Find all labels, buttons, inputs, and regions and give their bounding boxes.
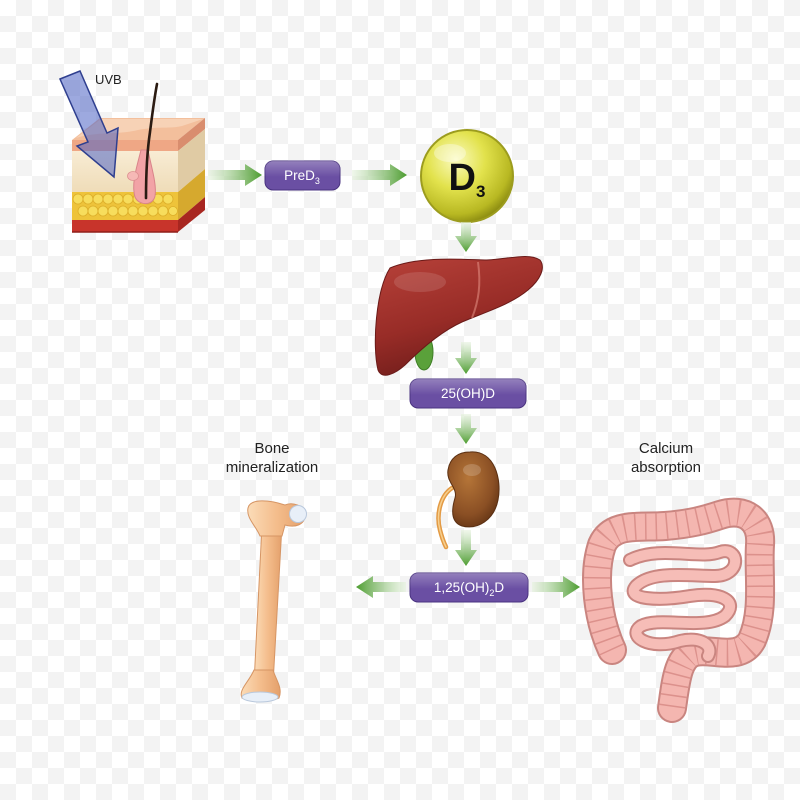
bone-label-line1: Bone: [254, 440, 289, 457]
calcium-label-line2: absorption: [631, 459, 701, 476]
skin-side-epidermis: [178, 118, 205, 151]
liver-ligament: [471, 261, 481, 319]
uvb-arrow-icon: [58, 70, 119, 179]
calcitriol-label: 1,25(OH)2D: [434, 580, 505, 598]
bone-condyle-cartilage: [241, 691, 279, 703]
d3-label: D3: [449, 157, 486, 201]
small-intestine: [623, 544, 743, 663]
large-intestine: [582, 497, 776, 723]
skin-cross-section-icon: [72, 82, 205, 233]
arrow-calcitriol-to-bone: [356, 576, 406, 598]
intestines-icon: [582, 497, 776, 723]
arrow-d3-to-liver: [455, 222, 477, 252]
liver-shape: [374, 255, 543, 376]
ureter: [436, 485, 455, 550]
calcitriol-post: D: [494, 580, 504, 595]
skin-side-muscle: [178, 197, 205, 232]
uvb-label: UVB: [95, 72, 122, 87]
hair-strand: [144, 82, 159, 200]
d3-subscript: 3: [476, 182, 485, 201]
calcitriol-pill: 1,25(OH)2D: [409, 572, 529, 603]
skin-side-dermis: [178, 129, 205, 192]
liver-icon: [374, 255, 543, 376]
bone-label-line2: mineralization: [226, 459, 319, 476]
sebaceous-gland: [127, 171, 139, 181]
calcitriol-subscript: 2: [489, 588, 494, 598]
bone-head-cartilage: [289, 505, 307, 523]
kidney-shape: [447, 451, 500, 528]
arrow-kidney-to-calcitriol: [455, 530, 477, 566]
muscle-layer: [72, 220, 178, 232]
calcitriol-pre: 1,25(OH): [434, 580, 490, 595]
bone-shaft: [253, 524, 283, 685]
bone-icon: [240, 500, 307, 703]
d3-main: D: [449, 157, 476, 199]
pred3-label: PreD3: [284, 168, 320, 186]
arrow-calcitriol-to-intestine: [532, 576, 580, 598]
arrow-25ohd-to-kidney: [455, 414, 477, 444]
calcium-label-line1: Calcium: [639, 440, 693, 457]
arrow-pred3-to-d3: [352, 164, 407, 186]
calcidiol-label: 25(OH)D: [441, 386, 495, 401]
arrow-liver-to-25ohd: [455, 342, 477, 374]
skin-side-fat: [178, 169, 205, 220]
pred3-subscript: 3: [315, 176, 320, 186]
pred3-main: PreD: [284, 168, 315, 183]
calcidiol-pill: 25(OH)D: [409, 378, 527, 409]
epidermis-layer: [72, 140, 178, 151]
arrow-skin-to-pred3: [208, 164, 262, 186]
dermis-layer: [72, 151, 178, 192]
d3-ball: D3: [420, 129, 514, 223]
kidney-icon: [436, 451, 500, 550]
pred3-pill: PreD3: [264, 160, 341, 191]
